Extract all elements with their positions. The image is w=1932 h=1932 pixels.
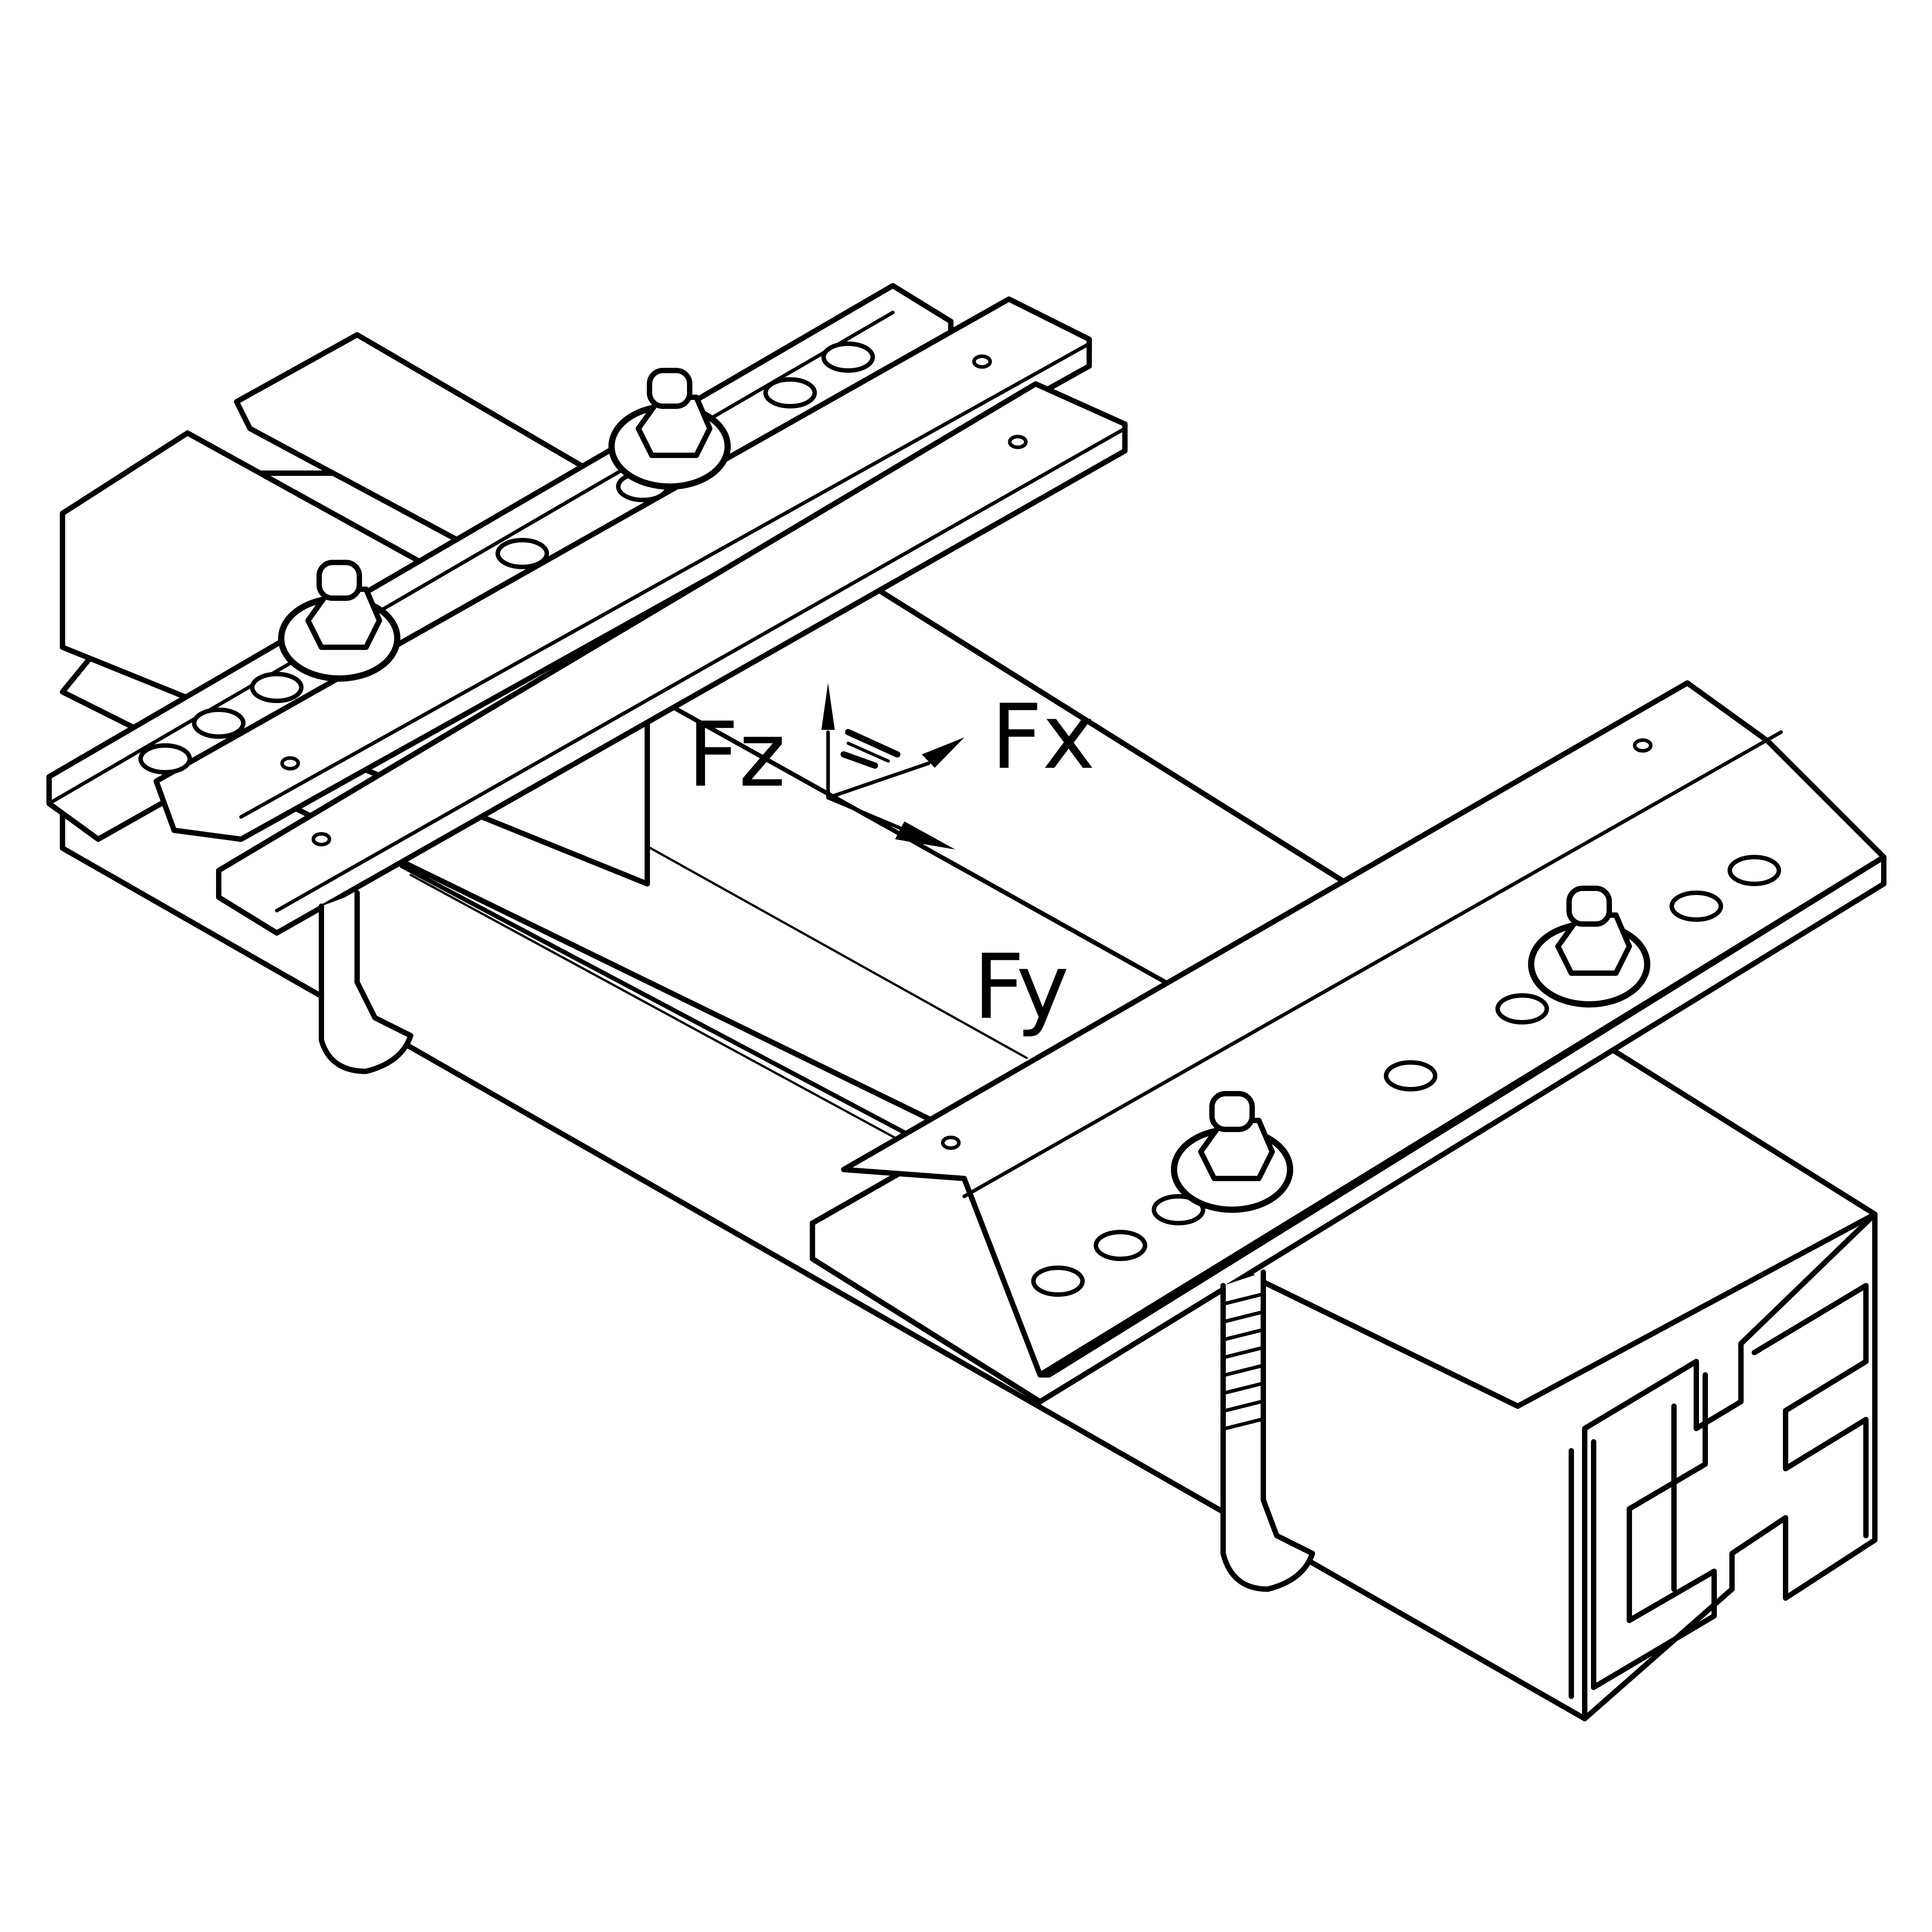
upper-bracket <box>46 283 1128 1074</box>
fy-label: Fy <box>973 935 1069 1039</box>
fz-label: Fz <box>687 703 786 807</box>
fx-label: Fx <box>991 685 1095 789</box>
fx-arrow-icon <box>922 737 964 768</box>
fy-arrow-icon <box>895 821 955 849</box>
threaded-rod <box>1220 1270 1315 1592</box>
nut-washer-3 <box>1528 886 1650 1008</box>
lower-bracket <box>810 680 1886 1592</box>
nut-washer-1 <box>608 368 731 490</box>
nut-washer-4 <box>1171 1091 1293 1213</box>
fz-arrow-icon <box>821 683 835 730</box>
rail-profile-section <box>1569 1212 1878 1721</box>
force-axes: Fz Fx Fy <box>687 683 1095 1039</box>
nut-washer-2 <box>278 560 400 682</box>
